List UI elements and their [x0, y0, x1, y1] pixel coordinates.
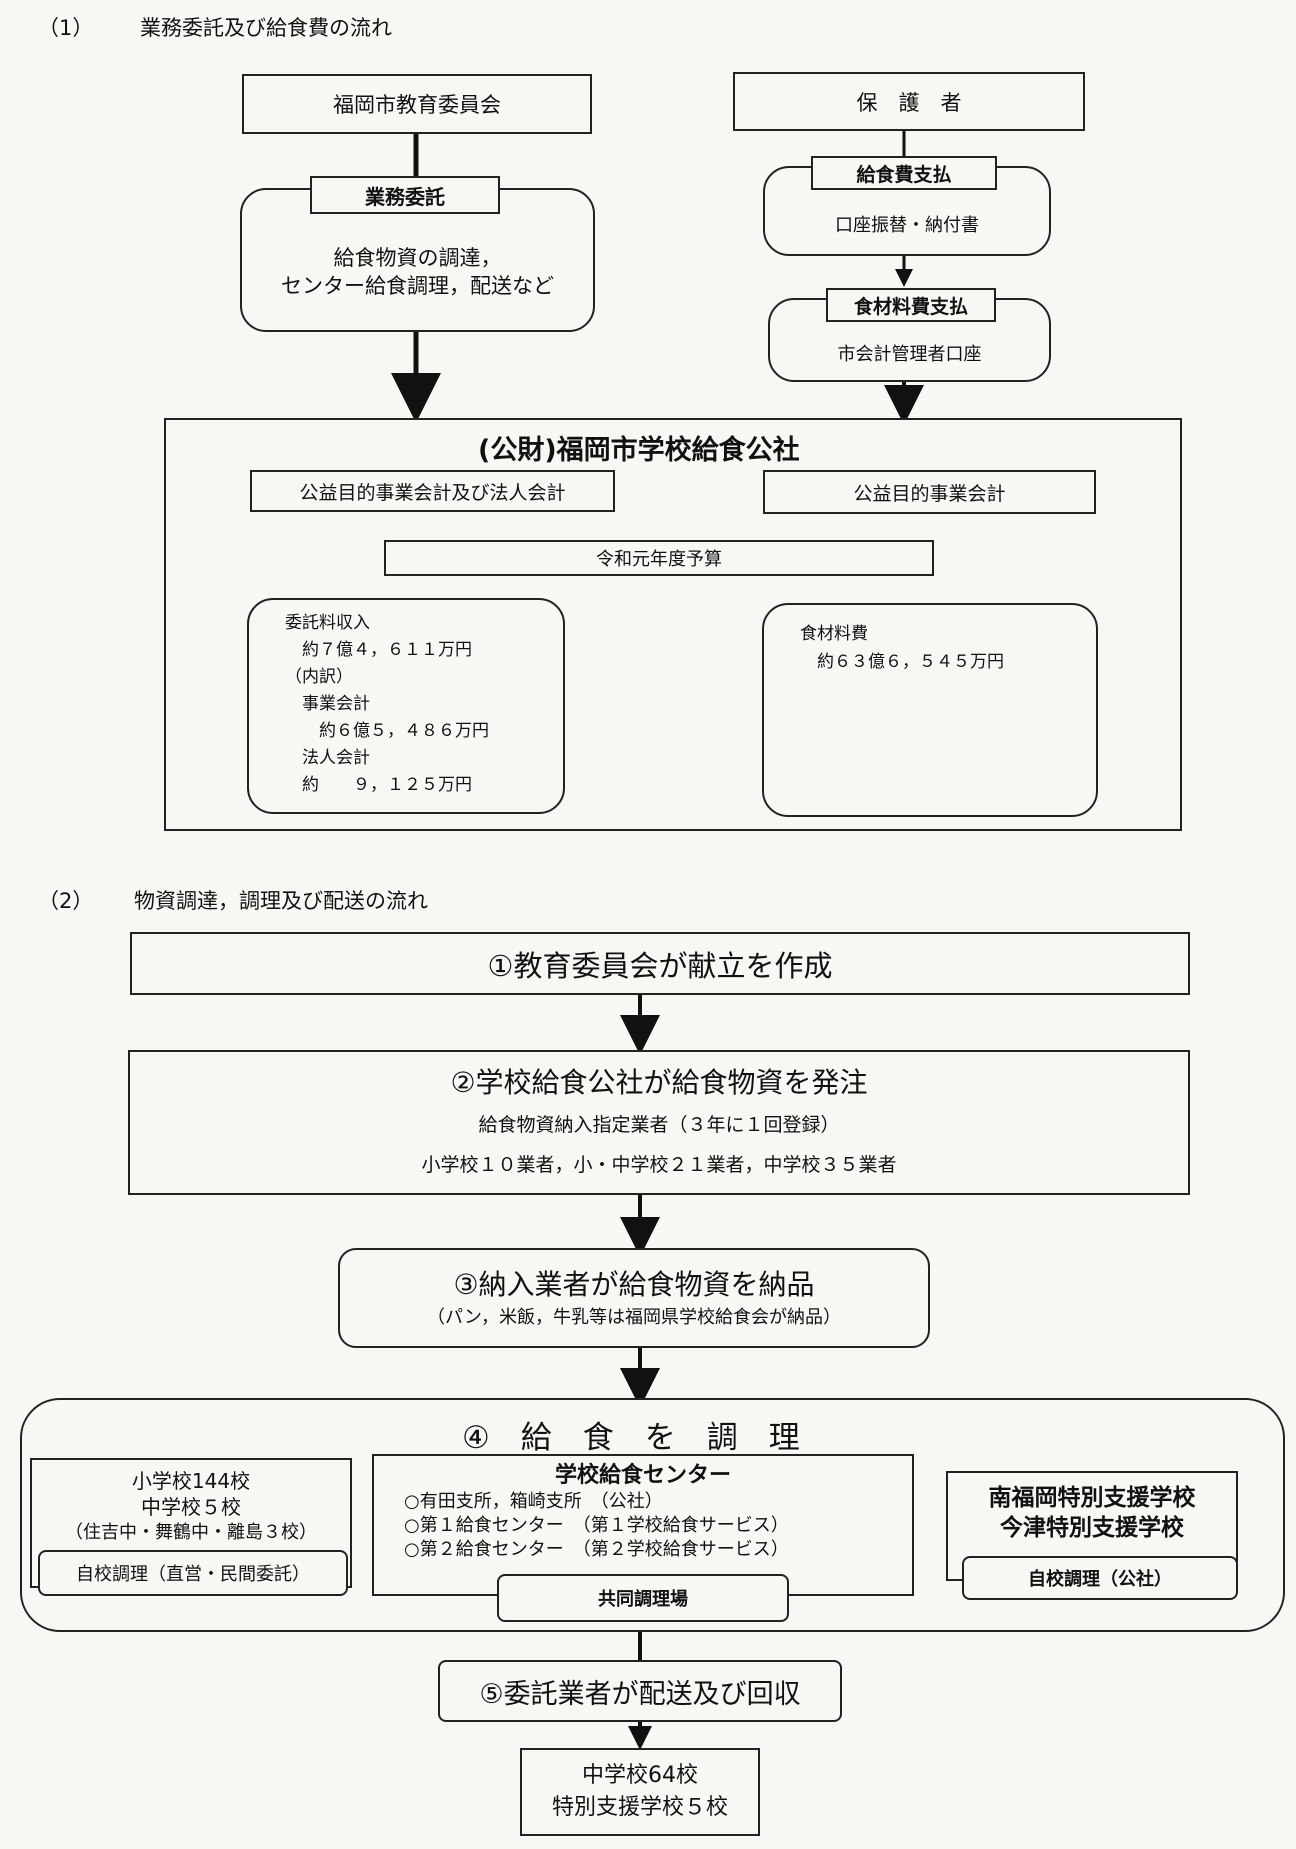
- step2-line2: 小学校１０業者，小・中学校２１業者，中学校３５業者: [421, 1153, 897, 1176]
- cost-box: 食材料費 約６３億６，５４５万円: [762, 603, 1098, 817]
- income-line: （内訳）: [285, 667, 353, 687]
- guardians-label: 保 護 者: [856, 90, 962, 115]
- fee-payment-tag-label: 給食費支払: [856, 163, 952, 186]
- section2-heading: 物資調達，調理及び配送の流れ: [134, 889, 428, 913]
- account-left-label: 公益目的事業会計及び法人会計: [299, 481, 566, 504]
- lunch-center-tag: 共同調理場: [497, 1574, 789, 1622]
- commission-tag: 業務委託: [310, 176, 500, 214]
- left-school-tag: 自校調理（直営・民間委託）: [38, 1550, 348, 1596]
- ingredient-payment-tag: 食材料費支払: [826, 288, 996, 322]
- section2-number: （2）: [38, 889, 94, 913]
- right-school-line: 今津特別支援学校: [1000, 1515, 1184, 1541]
- ingredient-payment-body: 市会計管理者口座: [837, 344, 982, 365]
- lunch-center-line: ○第２給食センター （第２学校給食サービス）: [404, 1539, 789, 1560]
- destination-box: 中学校64校 特別支援学校５校: [520, 1748, 760, 1836]
- step3-sub: （パン，米飯，牛乳等は福岡県学校給食会が納品）: [427, 1307, 841, 1328]
- corporation-title: (公財)福岡市学校給食公社: [478, 435, 800, 466]
- budget-label: 令和元年度予算: [596, 549, 722, 570]
- step2-title: ②学校給食公社が給食物資を発注: [450, 1065, 868, 1099]
- cost-line: 約６３億６，５４５万円: [800, 652, 1004, 672]
- step2-box: ②学校給食公社が給食物資を発注 給食物資納入指定業者（３年に１回登録） 小学校１…: [128, 1050, 1190, 1195]
- right-school-tag-label: 自校調理（公社）: [1028, 1569, 1172, 1590]
- income-line: 法人会計: [285, 748, 370, 768]
- lunch-center-tag-label: 共同調理場: [598, 1589, 688, 1610]
- step3-box: ③納入業者が給食物資を納品 （パン，米飯，牛乳等は福岡県学校給食会が納品）: [338, 1248, 930, 1348]
- commission-body: 給食物資の調達， センター給食調理，配送など: [281, 246, 554, 298]
- step3-title: ③納入業者が給食物資を納品: [453, 1268, 815, 1301]
- budget-box: 令和元年度予算: [384, 540, 934, 576]
- fee-payment-body: 口座振替・納付書: [835, 215, 979, 236]
- income-line: 約６億５，４８６万円: [285, 721, 489, 741]
- step4-title: ④ 給 食 を 調 理: [462, 1420, 800, 1456]
- section1-number: （1）: [38, 16, 94, 40]
- left-school-tag-label: 自校調理（直営・民間委託）: [76, 1564, 310, 1585]
- left-school-line: 中学校５校: [141, 1495, 241, 1519]
- step5-box: ⑤委託業者が配送及び回収: [438, 1660, 842, 1722]
- right-school-line: 南福岡特別支援学校: [988, 1485, 1196, 1511]
- fee-payment-tag: 給食費支払: [811, 156, 997, 190]
- commission-box: 給食物資の調達， センター給食調理，配送など: [240, 188, 595, 332]
- account-left-box: 公益目的事業会計及び法人会計: [250, 470, 615, 512]
- account-right-box: 公益目的事業会計: [763, 470, 1096, 514]
- income-box: 委託料収入 約７億４，６１１万円 （内訳） 事業会計 約６億５，４８６万円 法人…: [247, 598, 565, 814]
- commission-tag-label: 業務委託: [365, 184, 445, 209]
- step1-label: ①教育委員会が献立を作成: [487, 948, 833, 983]
- lunch-center-line: ○有田支所，箱崎支所 （公社）: [404, 1491, 663, 1512]
- lunch-center-box: 学校給食センター ○有田支所，箱崎支所 （公社） ○第１給食センター （第１学校…: [372, 1454, 914, 1596]
- account-right-label: 公益目的事業会計: [853, 482, 1006, 505]
- guardians-box: 保 護 者: [733, 72, 1085, 131]
- income-line: 事業会計: [285, 694, 370, 714]
- left-school-line: （住吉中・舞鶴中・離島３校）: [65, 1522, 317, 1543]
- step1-box: ①教育委員会が献立を作成: [130, 932, 1190, 995]
- step2-line1: 給食物資納入指定業者（３年に１回登録）: [478, 1113, 840, 1136]
- lunch-center-title: 学校給食センター: [554, 1463, 731, 1488]
- cost-line: 食材料費: [800, 624, 868, 644]
- section1-heading: 業務委託及び給食費の流れ: [140, 16, 392, 40]
- education-board-label: 福岡市教育委員会: [333, 93, 501, 117]
- right-school-tag: 自校調理（公社）: [962, 1556, 1238, 1600]
- income-line: 約 ９，１２５万円: [285, 775, 472, 795]
- destination-line: 特別支援学校５校: [551, 1795, 728, 1820]
- destination-line: 中学校64校: [582, 1763, 698, 1788]
- ingredient-payment-tag-label: 食材料費支払: [853, 295, 968, 318]
- education-board-box: 福岡市教育委員会: [242, 74, 592, 134]
- left-school-line: 小学校144校: [131, 1469, 251, 1493]
- step5-label: ⑤委託業者が配送及び回収: [479, 1678, 801, 1710]
- lunch-center-line: ○第１給食センター （第１学校給食サービス）: [404, 1515, 789, 1536]
- income-line: 約７億４，６１１万円: [285, 640, 472, 660]
- income-line: 委託料収入: [285, 613, 370, 633]
